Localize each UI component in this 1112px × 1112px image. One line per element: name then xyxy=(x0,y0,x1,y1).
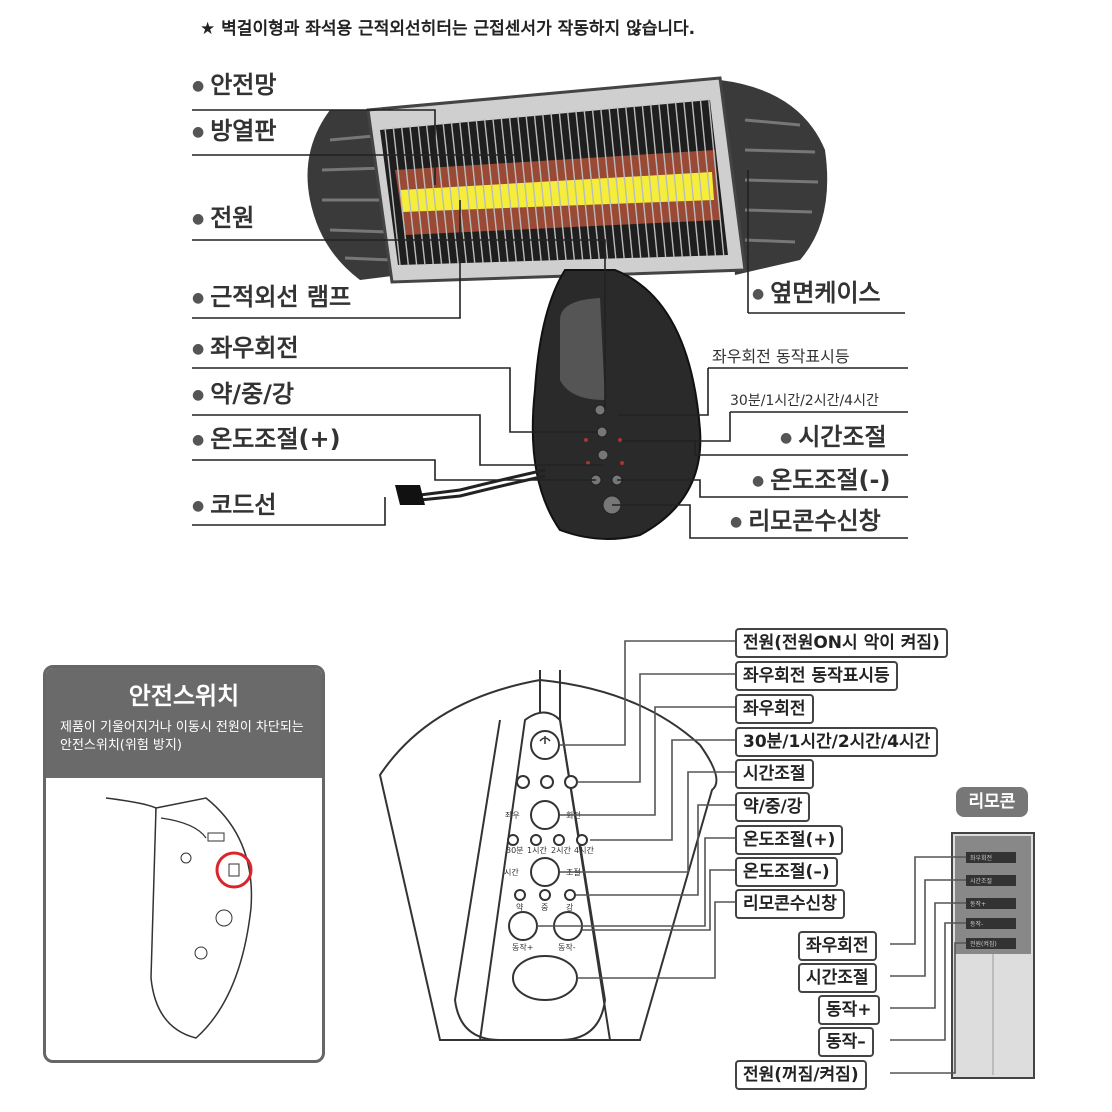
remote-label-plus: 동작+ xyxy=(818,995,880,1025)
timer-left-text: 시간 xyxy=(504,867,519,877)
stand-highlight xyxy=(560,298,605,400)
timer-led-2 xyxy=(530,834,542,846)
panel-label-power: 전원(전원ON시 악이 켜짐) xyxy=(735,628,948,658)
timer-led-3 xyxy=(553,834,565,846)
remote-button-timer[interactable] xyxy=(966,875,1016,886)
timer-4h-text: 4시간 xyxy=(574,845,594,855)
label-timer-options: 30분/1시간/2시간/4시간 xyxy=(730,393,879,409)
rotation-led-1 xyxy=(516,775,530,789)
control-panel-illustration: 좌우 회전 시간 조절 30분 1시간 2시간 4시간 약 중 강 동작+ 동작… xyxy=(378,670,718,1041)
remote-button-text-4: 동작- xyxy=(970,921,983,928)
power-plug xyxy=(395,485,425,505)
remote-button-text-1: 좌우회전 xyxy=(970,854,992,862)
temp-plus-button[interactable] xyxy=(508,911,538,941)
safety-switch-description: 제품이 기울어지거나 이동시 전원이 차단되는 안전스위치(위험 방지) xyxy=(60,720,304,753)
remote-leader-lines xyxy=(890,856,966,1074)
label-power-level: 약/중/강 xyxy=(192,379,294,410)
power-level-led-1 xyxy=(514,889,526,901)
remote-illustration: 좌우회전 시간조절 동작+ 동작- 전원(켜짐) xyxy=(951,832,1035,1079)
remote-button-text-3: 동작+ xyxy=(970,901,986,908)
remote-button-text-2: 시간조절 xyxy=(970,877,992,885)
panel-leader-lines xyxy=(537,640,735,979)
rotation-button[interactable] xyxy=(530,800,560,830)
timer-30-text: 30분 xyxy=(506,846,524,855)
stand-leds xyxy=(584,438,624,465)
label-cord: 코드선 xyxy=(192,490,276,521)
remote-label-minus: 동작– xyxy=(818,1027,874,1057)
panel-label-temp-plus: 온도조절(+) xyxy=(735,825,844,855)
timer-led-1 xyxy=(507,834,519,846)
label-temp-plus: 온도조절(+) xyxy=(192,424,340,455)
label-infrared-lamp: 근적외선 램프 xyxy=(192,282,351,313)
label-rotation-indicator: 좌우회전 동작표시등 xyxy=(712,347,850,366)
safety-grille xyxy=(384,98,725,266)
remote-button-rotation[interactable] xyxy=(966,852,1016,863)
top-leader-lines xyxy=(192,109,908,539)
remote-label-timer: 시간조절 xyxy=(798,963,877,993)
remote-receiver-window xyxy=(512,955,578,1001)
rotation-led-3 xyxy=(564,775,578,789)
remote-button-power[interactable] xyxy=(966,938,1016,949)
remote-tag: 리모콘 xyxy=(956,787,1028,817)
remote-button-plus[interactable] xyxy=(966,898,1016,909)
timer-2h-text: 2시간 xyxy=(551,845,571,855)
panel-label-rotation-indicator: 좌우회전 동작표시등 xyxy=(735,661,898,691)
plus-text: 동작+ xyxy=(512,942,533,952)
heater-side-outline xyxy=(150,797,253,1039)
remote-button-minus[interactable] xyxy=(966,918,1016,929)
safety-switch-header: 안전스위치 제품이 기울어지거나 이동시 전원이 차단되는 안전스위치(위험 방… xyxy=(46,668,322,778)
remote-button-text-5: 전원(켜짐) xyxy=(970,940,997,948)
power-level-led-3 xyxy=(564,889,576,901)
timer-led-4 xyxy=(576,834,588,846)
panel-label-rotation: 좌우회전 xyxy=(735,694,814,724)
safety-switch-highlight xyxy=(215,851,253,889)
label-remote-receiver: 리모콘수신창 xyxy=(730,506,880,537)
label-timer: 시간조절 xyxy=(780,422,886,453)
level-low-text: 약 xyxy=(516,902,524,912)
notice-text: ★ 벽걸이형과 좌석용 근적외선히터는 근접센서가 작동하지 않습니다. xyxy=(200,19,696,39)
label-side-case: 옆면케이스 xyxy=(752,278,880,309)
heater-illustration xyxy=(307,76,828,540)
level-high-text: 강 xyxy=(566,902,574,912)
label-heat-plate: 방열판 xyxy=(192,116,276,147)
power-symbol-icon xyxy=(539,736,551,744)
safety-switch-card: 안전스위치 제품이 기울어지거나 이동시 전원이 차단되는 안전스위치(위험 방… xyxy=(43,665,325,1063)
panel-label-timer-options: 30분/1시간/2시간/4시간 xyxy=(735,727,939,757)
label-rotation: 좌우회전 xyxy=(192,333,298,364)
power-button[interactable] xyxy=(530,730,560,760)
panel-label-remote-receiver: 리모콘수신창 xyxy=(735,889,845,919)
right-side-case xyxy=(720,80,828,275)
panel-label-timer: 시간조절 xyxy=(735,759,814,789)
safety-switch-illustration xyxy=(105,797,253,1039)
panel-label-temp-minus: 온도조절(–) xyxy=(735,857,838,887)
rotation-left-text: 좌우 xyxy=(505,811,520,820)
label-safety-net: 안전망 xyxy=(192,70,276,101)
timer-button[interactable] xyxy=(530,857,560,887)
level-mid-text: 중 xyxy=(541,903,548,912)
safety-switch-title: 안전스위치 xyxy=(128,682,240,710)
panel-label-power-level: 약/중/강 xyxy=(735,792,811,822)
minus-text: 동작- xyxy=(558,942,576,952)
label-temp-minus: 온도조절(-) xyxy=(752,465,890,496)
remote-label-power: 전원(꺼짐/켜짐) xyxy=(735,1060,867,1090)
label-power: 전원 xyxy=(192,203,254,234)
remote-label-rotation: 좌우회전 xyxy=(798,931,877,961)
power-level-led-2 xyxy=(539,889,551,901)
power-cord xyxy=(419,468,546,497)
timer-1h-text: 1시간 xyxy=(527,845,547,855)
rotation-led-2 xyxy=(540,775,554,789)
